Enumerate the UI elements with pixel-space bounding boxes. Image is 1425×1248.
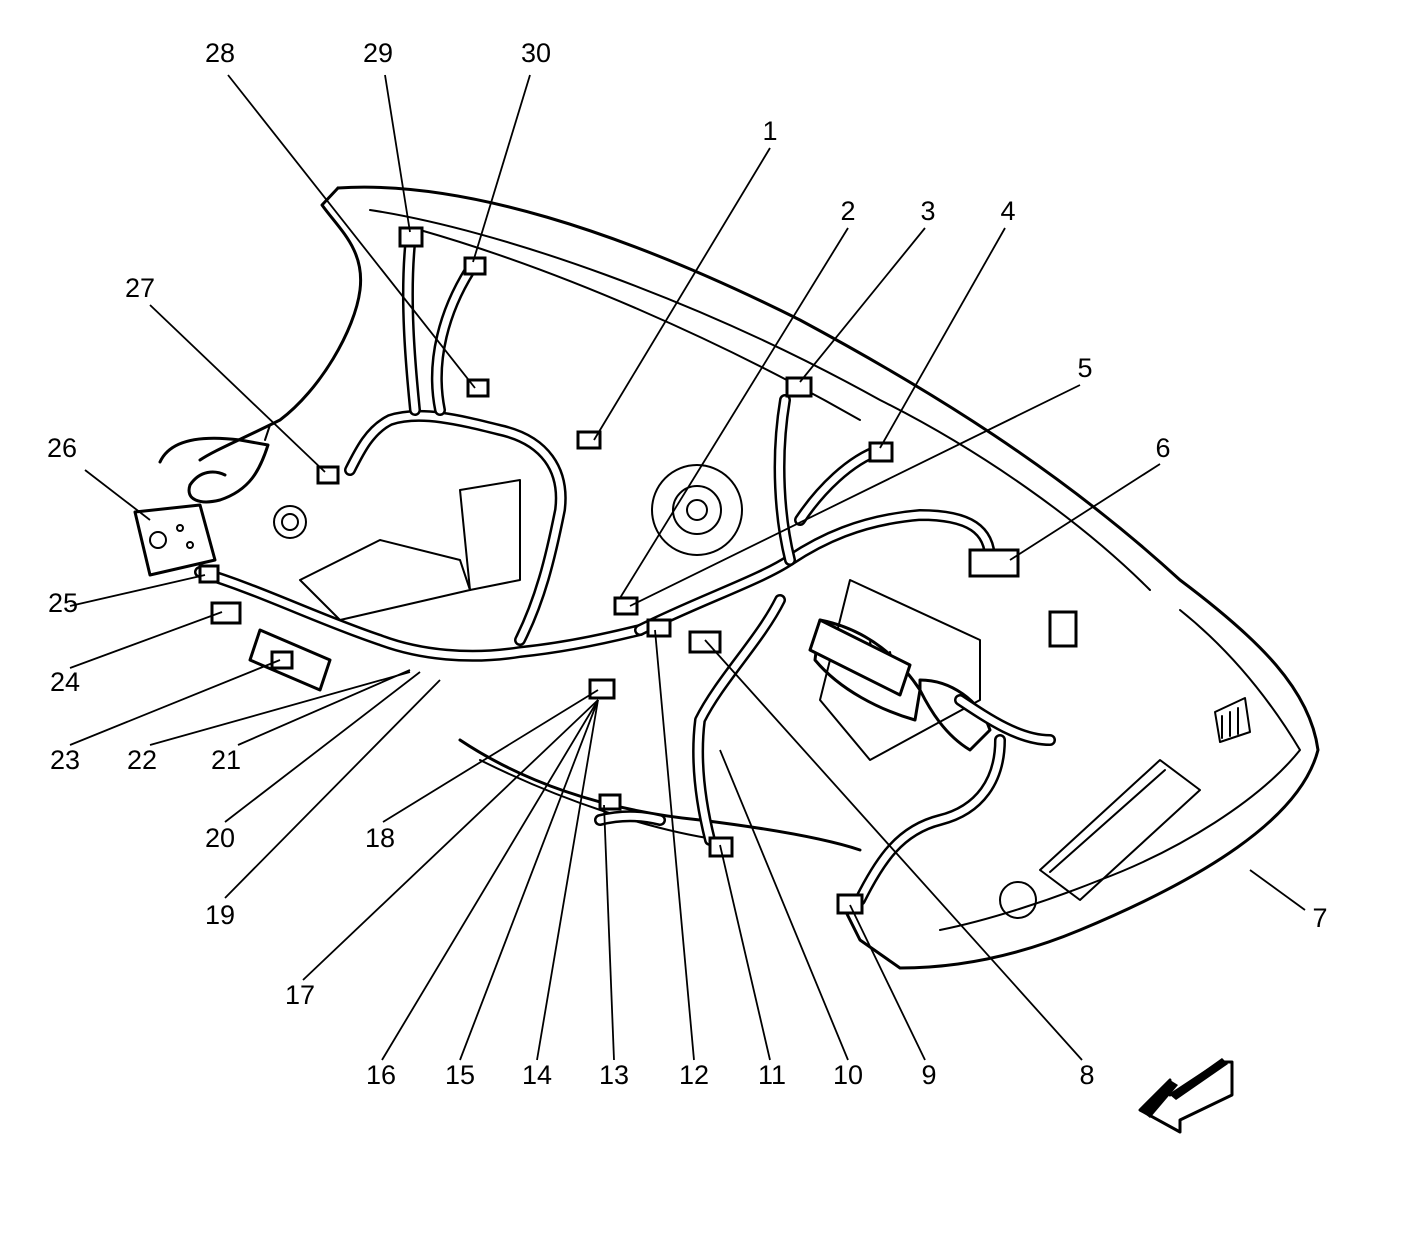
callout-21: 21 <box>211 745 241 775</box>
callout-28: 28 <box>205 38 235 68</box>
callout-3: 3 <box>920 196 935 226</box>
callout-2: 2 <box>840 196 855 226</box>
callout-4: 4 <box>1000 196 1015 226</box>
callout-8: 8 <box>1079 1060 1094 1090</box>
callout-6: 6 <box>1155 433 1170 463</box>
callout-14: 14 <box>522 1060 552 1090</box>
callout-26: 26 <box>47 433 77 463</box>
callout-24: 24 <box>50 667 80 697</box>
instrument-panel-carrier <box>133 185 1320 970</box>
callout-10: 10 <box>833 1060 863 1090</box>
front-of-vehicle-arrow-icon <box>1138 1058 1234 1134</box>
callout-18: 18 <box>365 823 395 853</box>
callout-19: 19 <box>205 900 235 930</box>
callout-13: 13 <box>599 1060 629 1090</box>
callout-5: 5 <box>1077 353 1092 383</box>
callout-15: 15 <box>445 1060 475 1090</box>
callout-12: 12 <box>679 1060 709 1090</box>
callout-labels: 1 2 3 4 5 6 7 8 9 10 11 12 13 14 15 16 1… <box>47 38 1328 1090</box>
callout-29: 29 <box>363 38 393 68</box>
callout-9: 9 <box>921 1060 936 1090</box>
callout-11: 11 <box>758 1060 786 1090</box>
callout-30: 30 <box>521 38 551 68</box>
callout-22: 22 <box>127 745 157 775</box>
callout-23: 23 <box>50 745 80 775</box>
callout-27: 27 <box>125 273 155 303</box>
callout-20: 20 <box>205 823 235 853</box>
callout-25: 25 <box>48 588 78 618</box>
callout-1: 1 <box>762 116 777 146</box>
callout-7: 7 <box>1312 903 1327 933</box>
callout-17: 17 <box>285 980 315 1010</box>
callout-16: 16 <box>366 1060 396 1090</box>
leader-lines <box>69 74 1306 1061</box>
